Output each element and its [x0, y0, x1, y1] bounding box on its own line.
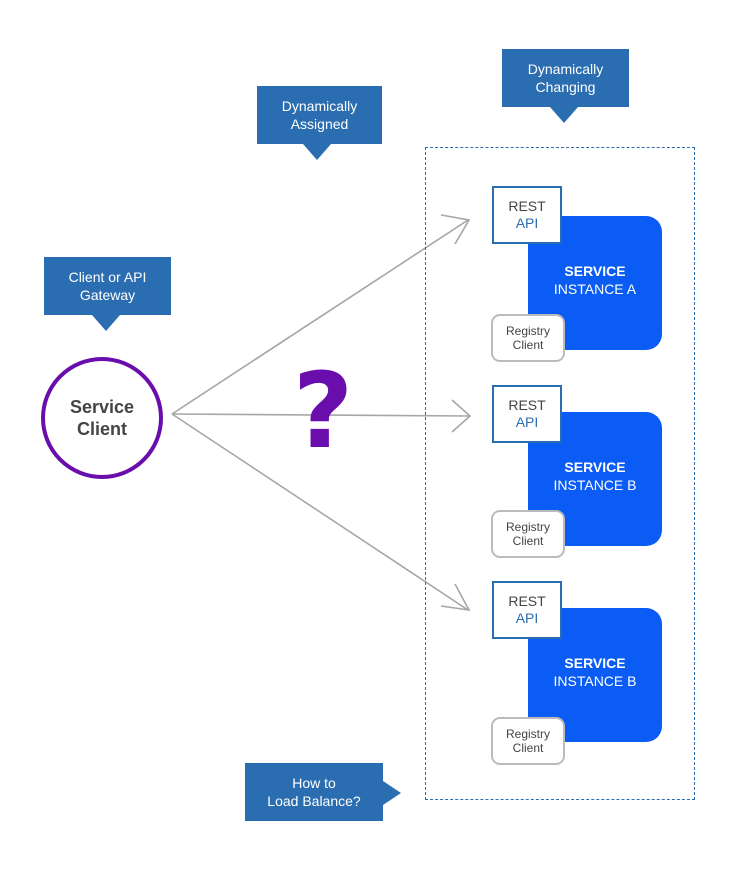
arrowhead-c [440, 583, 471, 612]
registry-label: Registry [505, 324, 550, 338]
arrowhead-b [451, 399, 472, 433]
rest-label: REST [508, 593, 546, 609]
arrowhead-a [440, 214, 471, 245]
load-balance-callout: How to Load Balance? [245, 763, 401, 821]
rest-label: REST [508, 397, 546, 413]
registry-client-label: Client [512, 741, 544, 755]
client-gateway-callout: Client or API Gateway [44, 257, 171, 331]
callout-line: Assigned [290, 116, 349, 132]
api-label: API [515, 414, 539, 430]
instance-name: INSTANCE A [553, 281, 637, 297]
api-label: API [515, 215, 539, 231]
arrow-to-instance-c [171, 413, 469, 611]
callout-line: How to [292, 775, 336, 791]
question-mark: ? [292, 350, 354, 472]
callout-line: Dynamically [281, 98, 358, 114]
rest-api-box: REST API [492, 581, 562, 639]
registry-client-label: Client [512, 338, 544, 352]
service-instances-region [425, 147, 695, 800]
callout-line: Changing [535, 79, 596, 95]
service-client-label: Service [69, 397, 135, 417]
registry-label: Registry [505, 520, 550, 534]
registry-client-box: Registry Client [491, 510, 565, 558]
instance-name: INSTANCE B [553, 477, 637, 493]
instance-title: SERVICE [564, 263, 626, 279]
instance-title: SERVICE [564, 655, 626, 671]
service-instance-a: SERVICE INSTANCE A [528, 216, 662, 350]
arrow-to-instance-b [171, 413, 471, 417]
registry-client-label: Client [512, 534, 544, 548]
service-client-node: Service Client [41, 357, 163, 479]
rest-api-box: REST API [492, 385, 562, 443]
registry-label: Registry [505, 727, 550, 741]
service-client-label: Client [76, 419, 127, 439]
callout-line: Gateway [79, 287, 136, 303]
instance-title: SERVICE [564, 459, 626, 475]
callout-line: Client or API [68, 269, 147, 285]
registry-client-box: Registry Client [491, 717, 565, 765]
registry-client-box: Registry Client [491, 314, 565, 362]
rest-label: REST [508, 198, 546, 214]
dynamically-changing-callout: Dynamically Changing [502, 49, 629, 123]
callout-line: Dynamically [527, 61, 604, 77]
arrow-to-instance-a [171, 219, 469, 415]
callout-line: Load Balance? [267, 793, 361, 809]
rest-api-box: REST API [492, 186, 562, 244]
dynamically-assigned-callout: Dynamically Assigned [257, 86, 382, 160]
api-label: API [515, 610, 539, 626]
instance-name: INSTANCE B [553, 673, 637, 689]
